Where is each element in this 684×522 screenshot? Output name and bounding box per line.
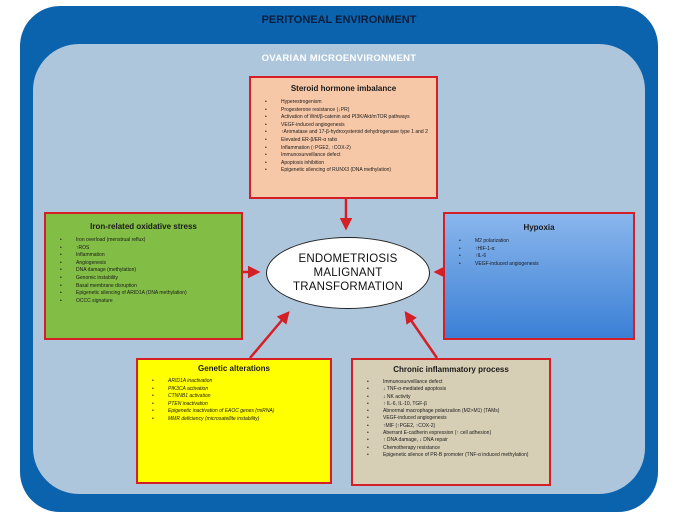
list-item: MMR deficiency (microsatellite instabili…	[146, 416, 322, 424]
ovarian-title: OVARIAN MICROENVIRONMENT	[261, 53, 417, 64]
list-item: ↓ NK activity	[361, 394, 541, 402]
list-item: Immunosurveillance defect	[259, 152, 428, 160]
list-item: Epigenetic silencing of ARID1A (DNA meth…	[54, 290, 233, 298]
center-ellipse: ENDOMETRIOSIS MALIGNANT TRANSFORMATION	[266, 237, 430, 309]
list-item: PTEN inactivation	[146, 401, 322, 409]
hypoxia-box: Hypoxia M2 polarization ↑HIF-1-α ↑IL-6 V…	[443, 212, 635, 340]
peritoneal-title: PERITONEAL ENVIRONMENT	[261, 14, 417, 26]
list-item: Abnormal macrophage polarization (M2>M1)…	[361, 408, 541, 416]
list-item: Iron overload (menstrual reflux)	[54, 237, 233, 245]
list-item: Activation of Wnt/β-catenin and PI3K/Akt…	[259, 114, 428, 122]
list-item: PIK3CA activation	[146, 386, 322, 394]
list-item: OCCC signature	[54, 298, 233, 306]
center-line-1: ENDOMETRIOSIS	[298, 253, 398, 265]
list-item: Basal membrane disruption	[54, 283, 233, 291]
steroid-title: Steroid hormone imbalance	[290, 84, 397, 93]
genetic-list: ARID1A inactivation PIK3CA activation CT…	[146, 378, 322, 424]
list-item: Elevated ER-β/ER-α ratio	[259, 137, 428, 145]
list-item: ↑IL-6	[453, 253, 625, 261]
list-item: Epigenetic silence of PR-B promoter (TNF…	[361, 452, 541, 460]
list-item: Inflammation	[54, 252, 233, 260]
list-item: Epigenetic inactivation of EAOC genes (m…	[146, 408, 322, 416]
steroid-hormone-box: Steroid hormone imbalance Hyperestrogeni…	[249, 76, 438, 199]
list-item: ↑Aromatase and 17-β-hydroxysteroid dehyd…	[259, 129, 428, 137]
list-item: Apoptosis inhibition	[259, 160, 428, 168]
list-item: VEGF-induced angiogenesis	[453, 261, 625, 269]
list-item: Epigenetic silencing of RUNX3 (DNA methy…	[259, 167, 428, 175]
list-item: Hyperestrogenism	[259, 99, 428, 107]
genetic-alterations-box: Genetic alterations ARID1A inactivation …	[136, 358, 332, 484]
hypoxia-title: Hypoxia	[523, 223, 555, 232]
list-item: Aberrant E-cadherin expression (↑ cell a…	[361, 430, 541, 438]
list-item: ↑ DNA damage, ↓ DNA repair	[361, 437, 541, 445]
list-item: ↑HIF-1-α	[453, 246, 625, 254]
iron-list: Iron overload (menstrual reflux) ↑ROS In…	[54, 237, 233, 305]
chronic-title: Chronic inflammatory process	[393, 365, 509, 374]
list-item: ↑MIF (↑PGE2, ↑COX-2)	[361, 423, 541, 431]
list-item: ↑ROS	[54, 245, 233, 253]
genetic-title: Genetic alterations	[197, 364, 271, 373]
iron-oxidative-stress-box: Iron-related oxidative stress Iron overl…	[44, 212, 243, 340]
list-item: VEGF-induced angiogenesis	[361, 415, 541, 423]
steroid-list: Hyperestrogenism Progesterone resistance…	[259, 99, 428, 175]
list-item: DNA damage (methylation)	[54, 267, 233, 275]
list-item: Progesterone resistance (↓PR)	[259, 107, 428, 115]
hypoxia-list: M2 polarization ↑HIF-1-α ↑IL-6 VEGF-indu…	[453, 238, 625, 268]
list-item: Inflammation (↑PGE2, ↑COX-2)	[259, 145, 428, 153]
center-line-3: TRANSFORMATION	[293, 281, 403, 293]
list-item: Angiogenesis	[54, 260, 233, 268]
list-item: ARID1A inactivation	[146, 378, 322, 386]
iron-title: Iron-related oxidative stress	[90, 222, 197, 231]
chronic-list: Immunosurveillance defect ↓ TNF-α-mediat…	[361, 379, 541, 460]
list-item: ↓ TNF-α-mediated apoptosis	[361, 386, 541, 394]
list-item: Genomic instability	[54, 275, 233, 283]
list-item: VEGF-induced angiogenesis	[259, 122, 428, 130]
chronic-inflammatory-box: Chronic inflammatory process Immunosurve…	[351, 358, 551, 486]
list-item: CTNNB1 activation	[146, 393, 322, 401]
list-item: Chemotherapy resistance	[361, 445, 541, 453]
list-item: Immunosurveillance defect	[361, 379, 541, 387]
center-line-2: MALIGNANT	[313, 267, 383, 279]
list-item: M2 polarization	[453, 238, 625, 246]
list-item: ↑ IL-6, IL-10, TGF-β	[361, 401, 541, 409]
